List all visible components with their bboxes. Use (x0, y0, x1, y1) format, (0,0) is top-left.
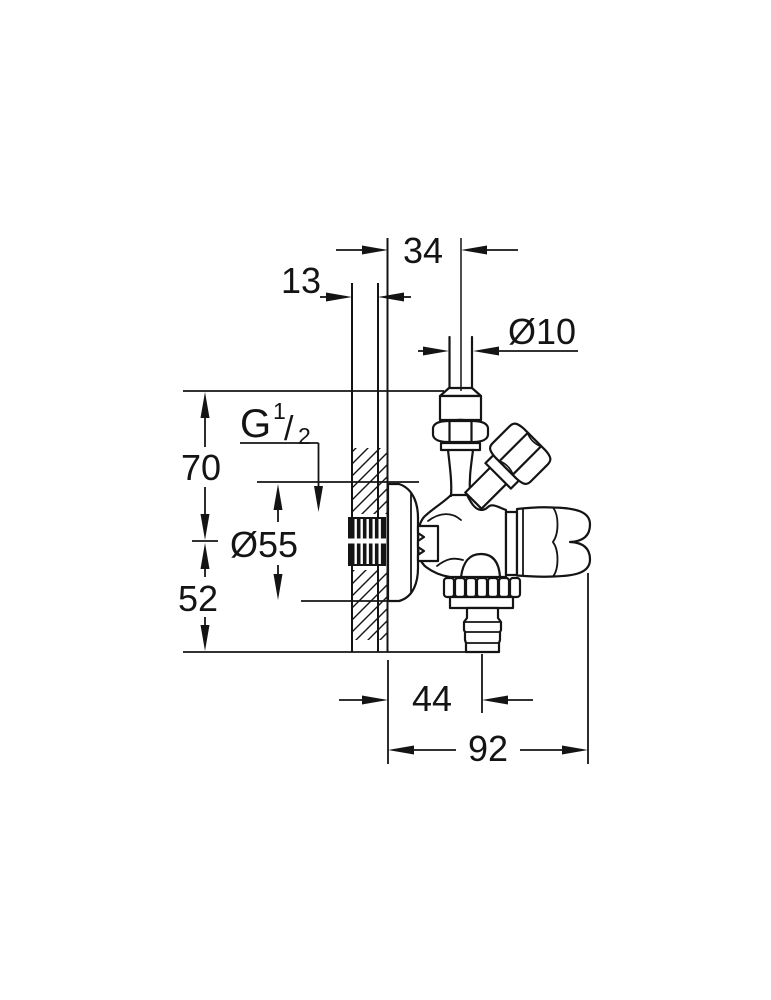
dimension-34: 34 (336, 230, 518, 391)
upper-hex-facets (498, 431, 543, 476)
wall-hatch-upper (352, 448, 387, 514)
fitting-hex-nut (431, 419, 490, 444)
dimension-52: 52 (178, 543, 466, 653)
dimension-label-d55: Ø55 (230, 524, 298, 565)
outlet-dome (459, 552, 502, 579)
dimension-label-70: 70 (181, 447, 221, 488)
arrowhead (200, 625, 210, 651)
dimension-70: 70 (181, 390, 444, 542)
arrowhead (423, 346, 449, 356)
arrowhead (461, 245, 487, 255)
side-handle (504, 506, 592, 578)
knurl-tooth (475, 576, 489, 599)
handle-lobe-lines (552, 506, 559, 578)
arrowhead (473, 346, 499, 356)
arrowhead (200, 543, 210, 569)
barb-ridges (463, 621, 502, 644)
knurl-tooth (486, 576, 500, 599)
barb-outline (462, 606, 503, 654)
arrowhead (273, 574, 283, 600)
dimension-pipe-diameter: Ø10 (418, 311, 578, 356)
arrowhead (482, 695, 508, 705)
thread-grooves (348, 519, 386, 564)
valve-assembly (348, 335, 592, 654)
knurl-tooth (453, 576, 467, 599)
thread-callout: G 1 / 2 (240, 398, 323, 512)
dimensions: 34 13 Ø10 G 1 / 2 (178, 230, 589, 769)
knurl-washer (448, 595, 515, 610)
wall-hatch-lower (352, 570, 387, 640)
dimension-13: 13 (281, 260, 411, 302)
riser-pipe (448, 335, 474, 391)
upper-outlet-cap (464, 422, 552, 510)
knurl-tooth (464, 576, 478, 599)
lock-ring (416, 524, 440, 563)
dimension-label-52: 52 (178, 578, 218, 619)
body-contour-line (427, 513, 462, 522)
dimension-92: 92 (388, 573, 589, 769)
wall-section (351, 238, 389, 652)
handle-collar (504, 510, 519, 577)
arrowhead (314, 486, 323, 512)
flange-bell (386, 482, 420, 603)
compression-fitting (431, 386, 490, 498)
fitting-cap (438, 394, 483, 422)
body-contour-line (436, 557, 464, 567)
arrowhead (562, 745, 588, 755)
dimension-label-34: 34 (403, 230, 443, 271)
arrowhead (388, 745, 414, 755)
knurl-tooth (497, 576, 511, 599)
arrowhead (273, 484, 283, 510)
arrowhead (362, 695, 388, 705)
hose-barb (462, 606, 503, 654)
arrowhead (378, 292, 404, 302)
dimension-label-44: 44 (412, 678, 452, 719)
arrowhead (200, 514, 210, 540)
hex-facet-lines (448, 419, 473, 444)
wall-flange (386, 482, 440, 603)
fitting-collar (439, 441, 482, 452)
knurled-nut (442, 576, 522, 610)
knurl-tooth (442, 576, 456, 599)
knurl-tooth (508, 576, 522, 599)
dimension-44: 44 (339, 654, 533, 764)
dimension-label-d10: Ø10 (508, 311, 576, 352)
thread-section (348, 517, 386, 566)
dimension-flange-diameter: Ø55 (230, 481, 419, 602)
arrowhead (326, 292, 352, 302)
thread-size-label: G 1 / 2 (240, 398, 311, 449)
upper-hex-arcs (498, 432, 542, 476)
upper-outlet-hex (488, 422, 552, 486)
arrowhead (200, 392, 210, 418)
dimension-label-92: 92 (468, 728, 508, 769)
dimension-label-13: 13 (281, 260, 321, 301)
arrowhead (362, 245, 388, 255)
